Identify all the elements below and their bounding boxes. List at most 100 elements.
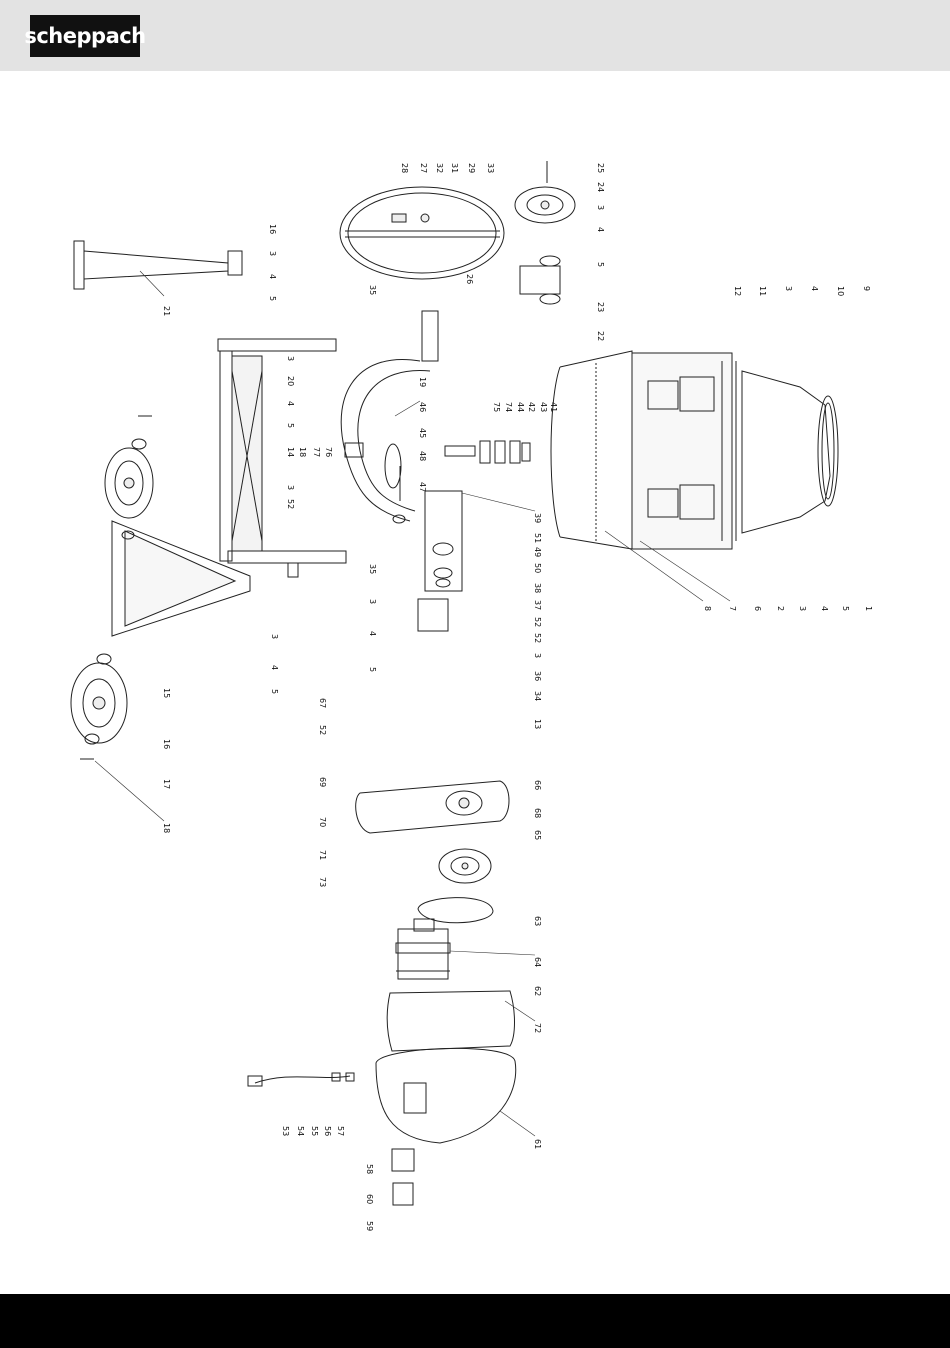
callout: 77	[312, 447, 321, 457]
callout: 23	[596, 302, 605, 312]
callout: 41	[549, 402, 558, 412]
callout: 57	[336, 1126, 345, 1136]
callout: 34	[533, 691, 542, 701]
switch-60	[393, 1183, 413, 1205]
pulley-63	[439, 849, 491, 883]
callout: 50	[533, 563, 542, 573]
handwheel-28	[340, 187, 504, 279]
callout: 75	[492, 402, 501, 412]
callout: 67	[318, 698, 327, 708]
callout: 52	[318, 725, 327, 735]
callout: 3	[533, 653, 542, 658]
callout: 4	[820, 606, 829, 611]
callout: 11	[758, 286, 767, 296]
callout: 36	[533, 671, 542, 681]
callout: 64	[533, 957, 542, 967]
callout: 7	[728, 606, 737, 611]
callout: 22	[596, 331, 605, 341]
callout: 5	[270, 689, 279, 694]
callout: 27	[419, 163, 428, 173]
callout: 44	[516, 402, 525, 412]
callout: 56	[323, 1126, 332, 1136]
callout: 3	[798, 606, 807, 611]
callout: 3	[286, 485, 295, 490]
callout: 68	[533, 808, 542, 818]
callout: 26	[465, 274, 474, 284]
callout: 3	[596, 205, 605, 210]
callout: 4	[270, 665, 279, 670]
brand-logo: scheppach	[30, 15, 140, 57]
callout: 53	[281, 1126, 290, 1136]
callout: 59	[365, 1221, 374, 1231]
callout: 24	[596, 182, 605, 192]
callout: 14	[286, 447, 295, 457]
gear-48	[385, 444, 405, 523]
callout: 13	[533, 719, 542, 729]
callout: 18	[298, 447, 307, 457]
callout: 5	[368, 667, 377, 672]
callout: 3	[784, 286, 793, 291]
motor-62	[396, 919, 450, 979]
callout: 48	[418, 451, 427, 461]
switch-cover-58	[392, 1149, 414, 1171]
callout: 3	[286, 356, 295, 361]
callout: 10	[836, 286, 845, 296]
callout: 47	[418, 482, 427, 492]
callout: 20	[286, 376, 295, 386]
callout: 49	[533, 547, 542, 557]
callout: 72	[533, 1023, 542, 1033]
callout: 31	[450, 163, 459, 173]
callout: 15	[162, 688, 171, 698]
callout: 4	[268, 274, 277, 279]
callout: 52	[286, 499, 295, 509]
callout: 45	[418, 428, 427, 438]
callout-labels: 28 27 32 31 29 33 25 24 3 4 5 16 3 4 5 2…	[162, 163, 873, 1231]
callout: 38	[533, 583, 542, 593]
exploded-parts-diagram: 28 27 32 31 29 33 25 24 3 4 5 16 3 4 5 2…	[0, 71, 950, 1294]
callout: 60	[365, 1194, 374, 1204]
callout: 3	[268, 251, 277, 256]
callout: 42	[527, 402, 536, 412]
page-footer	[0, 1294, 950, 1348]
callout: 21	[162, 306, 171, 316]
callout: 73	[318, 877, 327, 887]
callout: 58	[365, 1164, 374, 1174]
drum	[551, 351, 838, 549]
callout: 5	[268, 296, 277, 301]
callout: 74	[504, 402, 513, 412]
callout: 3	[270, 634, 279, 639]
callout: 52	[533, 617, 542, 627]
callout: 1	[864, 606, 873, 611]
callout: 69	[318, 777, 327, 787]
page-header: scheppach	[0, 0, 950, 71]
callout: 28	[400, 163, 409, 173]
callout: 5	[286, 423, 295, 428]
callout: 54	[296, 1126, 305, 1136]
callout: 2	[776, 606, 785, 611]
callout: 16	[162, 739, 171, 749]
callout: 37	[533, 600, 542, 610]
shaft-75	[445, 441, 530, 463]
cable-53	[248, 1073, 354, 1086]
callout: 46	[418, 402, 427, 412]
callout: 65	[533, 830, 542, 840]
callout: 5	[596, 262, 605, 267]
callout: 62	[533, 986, 542, 996]
callout: 76	[324, 447, 333, 457]
callout: 35	[368, 285, 377, 295]
handle-21	[74, 241, 242, 289]
callout: 61	[533, 1139, 542, 1149]
cover-72	[387, 991, 514, 1051]
callout: 5	[841, 606, 850, 611]
frame-20	[218, 339, 346, 577]
wheel-16-bottom	[71, 654, 127, 744]
callout: 71	[318, 850, 327, 860]
callout: 43	[539, 402, 548, 412]
callout: 6	[753, 606, 762, 611]
gear-24	[515, 161, 575, 223]
callout: 63	[533, 916, 542, 926]
brand-name: scheppach	[24, 24, 145, 48]
housing-61	[376, 1048, 516, 1143]
callout: 9	[862, 286, 871, 291]
callout: 55	[310, 1126, 319, 1136]
